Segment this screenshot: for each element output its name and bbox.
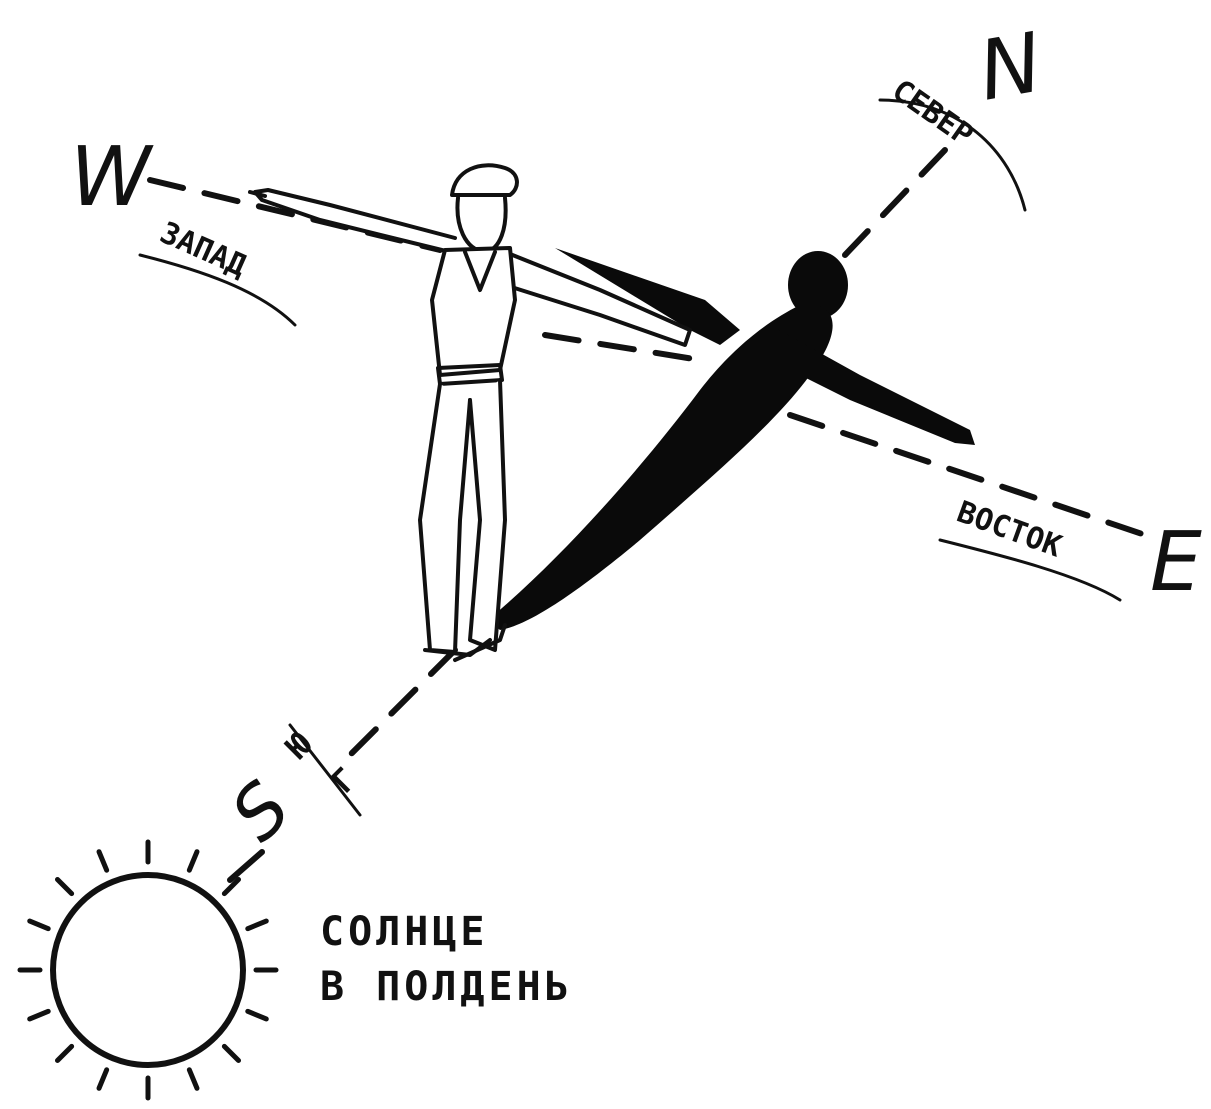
sun-ray	[99, 1070, 107, 1088]
sun-ray	[30, 921, 48, 929]
sun-ray	[99, 852, 107, 870]
north-label: СЕВЕР	[885, 73, 979, 153]
sun-ray	[248, 1011, 266, 1019]
sun-caption-line2: В ПОЛДЕНЬ	[320, 964, 573, 1010]
west-label-group: W ЗАПАД	[70, 130, 295, 325]
east-label: ВОСТОК	[952, 495, 1066, 565]
north-label-group: N СЕВЕР	[880, 15, 1049, 210]
sun-caption: СОЛНЦЕ В ПОЛДЕНЬ	[320, 909, 573, 1010]
south-label-top: Ю	[279, 725, 320, 766]
person-shadow	[488, 248, 975, 630]
sun-disc	[53, 875, 243, 1065]
sun-ray	[57, 879, 71, 893]
sun-caption-line1: СОЛНЦЕ	[320, 909, 489, 955]
south-axis-solid	[230, 852, 262, 880]
sun-ray	[30, 1011, 48, 1019]
east-letter: E	[1150, 515, 1202, 610]
sun-ray	[189, 852, 197, 870]
south-label-bottom: Г	[324, 760, 364, 800]
sun-ray	[57, 1046, 71, 1060]
sun	[20, 842, 276, 1098]
sun-ray	[224, 1046, 238, 1060]
south-letter: S	[215, 765, 307, 857]
west-letter: W	[70, 130, 154, 225]
south-label-group: S Ю Г	[215, 725, 365, 857]
sun-ray	[189, 1070, 197, 1088]
sun-rays	[20, 842, 276, 1098]
sun-ray	[248, 921, 266, 929]
person-figure	[250, 165, 690, 660]
north-letter: N	[972, 15, 1049, 119]
